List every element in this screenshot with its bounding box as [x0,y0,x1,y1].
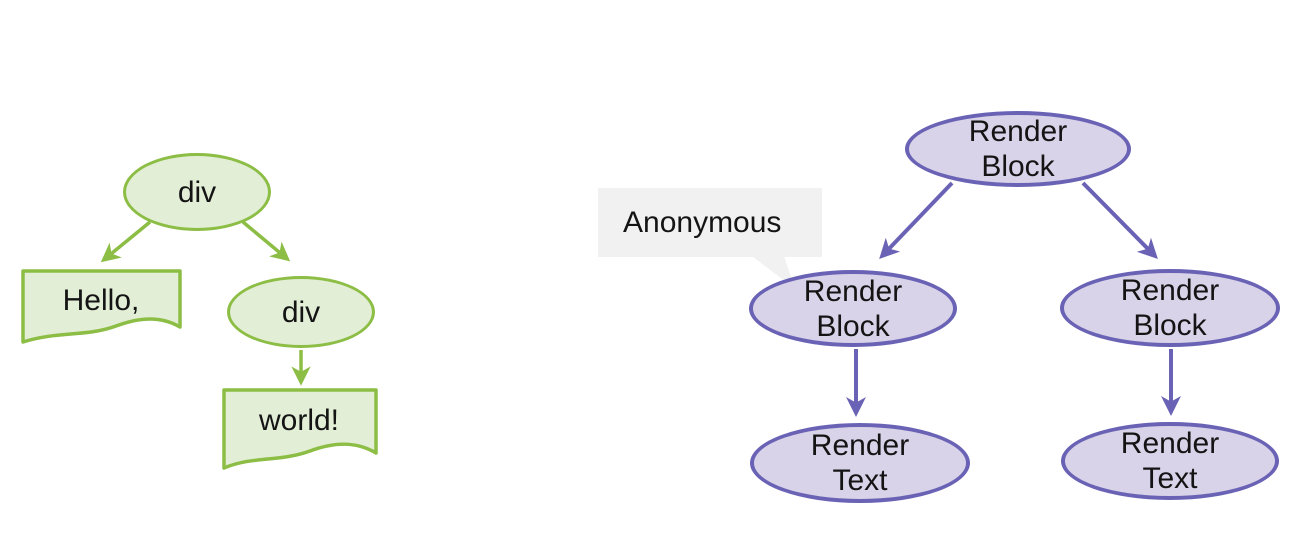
render-left-block-node: Render Block [749,270,957,347]
callout-label: Anonymous [623,205,782,239]
dom-text-node-hello-label: Hello, [21,272,181,330]
node-label-line1: Render [1120,427,1220,460]
render-right-text-node: Render Text [1061,422,1279,500]
render-left-text-node: Render Text [750,423,970,503]
dom-root-div-node: div [123,153,271,231]
edge-div-to-child-div [241,220,291,262]
node-label-line2: Block [1133,309,1207,342]
text-node-shape-world [222,388,378,470]
render-tree-edges [846,181,1181,417]
anonymous-callout: Anonymous [598,188,822,257]
node-label-line1: Render [803,274,903,308]
node-label-line2: Block [981,150,1055,183]
node-label-line2: Text [1142,462,1198,495]
node-label: Hello, [62,284,140,317]
render-right-block-node: Render Block [1060,269,1280,347]
dom-child-div-node: div [227,276,375,348]
dom-tree-edges [100,220,311,386]
node-label: div [177,175,217,209]
text-node-shape-hello [21,269,182,344]
edge-renderblock-to-left [879,181,954,260]
node-label: world! [258,404,340,437]
node-label-line2: Block [816,309,890,343]
dom-text-node-world-label: world! [222,392,376,450]
render-root-block-node: Render Block [905,111,1131,187]
node-label: div [281,295,321,329]
edge-div-to-hello [100,220,152,263]
edge-renderblock-to-right [1081,181,1158,259]
node-label-line2: Text [832,464,888,497]
node-label-line1: Render [810,429,910,462]
node-label-line1: Render [968,115,1068,148]
node-label-line1: Render [1120,274,1220,307]
